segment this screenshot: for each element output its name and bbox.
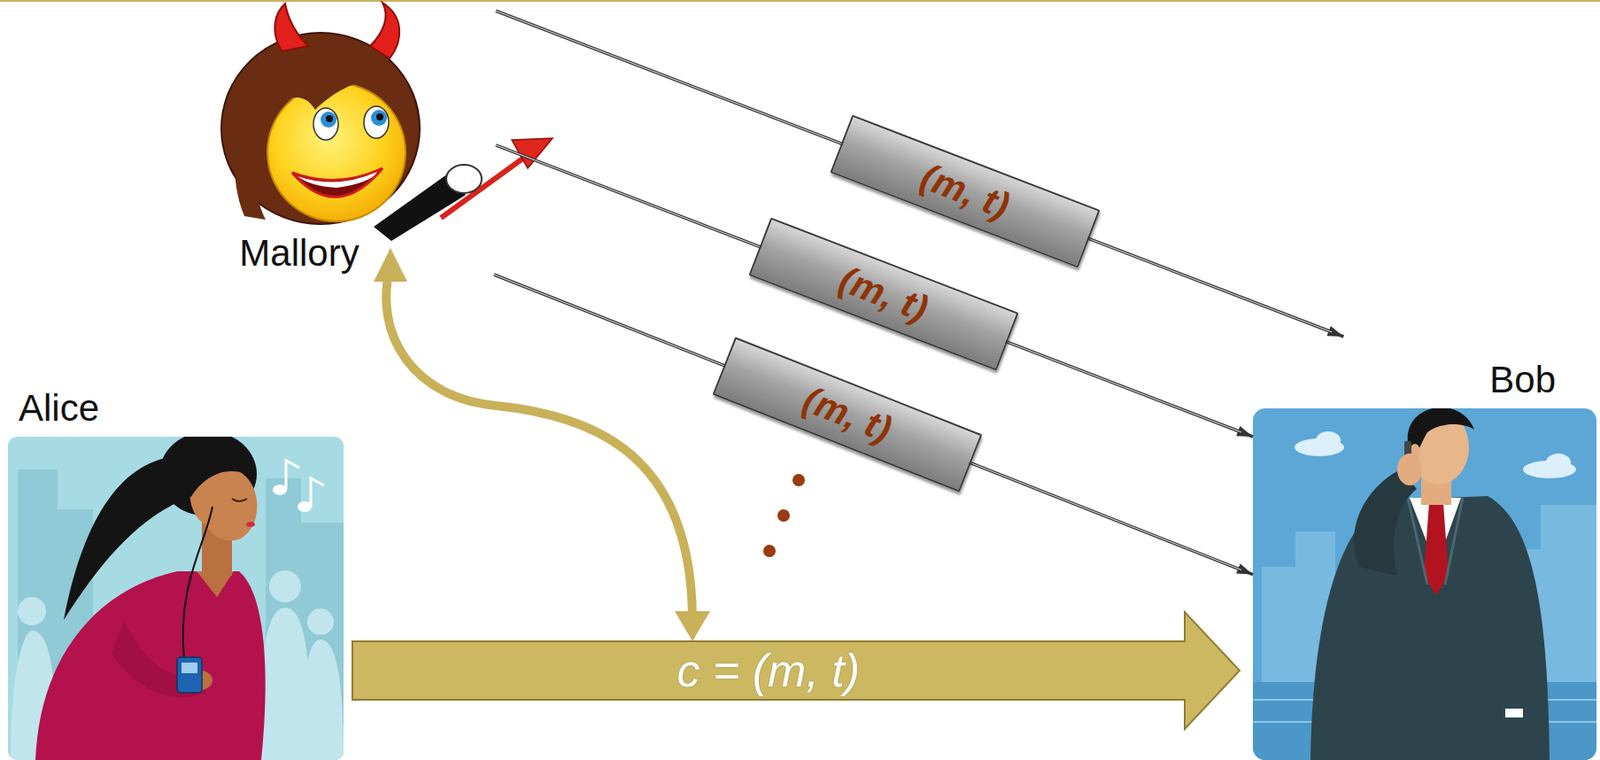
neckline (196, 571, 234, 597)
crowd (17, 596, 47, 626)
teeth (297, 171, 378, 188)
horn (370, 2, 400, 59)
pitchfork-staff (440, 152, 532, 218)
pocket-square (1505, 708, 1523, 718)
suit (1310, 495, 1550, 760)
lapel (1407, 497, 1463, 585)
bob-figure (1252, 408, 1597, 760)
ellipsis-dot (763, 544, 776, 557)
top (35, 571, 266, 760)
building (301, 522, 344, 760)
person-name: Mallory (239, 231, 359, 275)
face (267, 83, 406, 222)
message-tag: (m, t) (748, 217, 1019, 372)
crowd (269, 570, 302, 603)
crowd (307, 608, 334, 635)
ciphertext-label: c = (m, t) (677, 647, 861, 694)
figure-panel: Mallory (212, 0, 496, 275)
mouth (292, 168, 383, 197)
ellipsis-dot (777, 509, 790, 522)
glove (446, 164, 482, 194)
arrowhead (373, 247, 408, 282)
lips (246, 521, 256, 527)
hair (221, 32, 420, 225)
horn (274, 3, 309, 52)
alice-figure (7, 436, 344, 760)
music-player (177, 657, 202, 693)
pupil (325, 115, 333, 123)
pupil (376, 113, 384, 121)
iris (371, 109, 387, 126)
earphone-wire (183, 506, 213, 660)
figure-panel: Alice (7, 386, 344, 760)
crowd (301, 639, 344, 760)
person-name: Bob (1489, 358, 1556, 402)
person-name: Alice (18, 386, 100, 430)
music-note (285, 460, 300, 490)
intercept-arrow (386, 265, 693, 617)
hand (1397, 453, 1423, 486)
arrowhead (674, 610, 711, 642)
message-arrow (352, 611, 1240, 729)
hair (1407, 408, 1475, 461)
message-tag: (m, t) (712, 336, 983, 492)
ellipsis-dot (792, 473, 805, 487)
figure-panel: Bob (1252, 336, 1597, 760)
music-note (310, 478, 325, 507)
closed-eye (231, 498, 248, 502)
mallory-figure (221, 2, 553, 241)
eye (313, 108, 339, 140)
iris (320, 111, 337, 128)
channel-arrow (352, 611, 1240, 729)
arm (111, 619, 206, 697)
hair-fringe (181, 449, 256, 498)
player-screen (181, 662, 198, 673)
cloud (1315, 431, 1341, 449)
eye (363, 106, 389, 139)
hair-side (234, 104, 266, 220)
message-tag: (m, t) (830, 115, 1101, 269)
cloud (1545, 453, 1571, 472)
top-rule (0, 0, 1600, 2)
arm (1353, 469, 1417, 576)
